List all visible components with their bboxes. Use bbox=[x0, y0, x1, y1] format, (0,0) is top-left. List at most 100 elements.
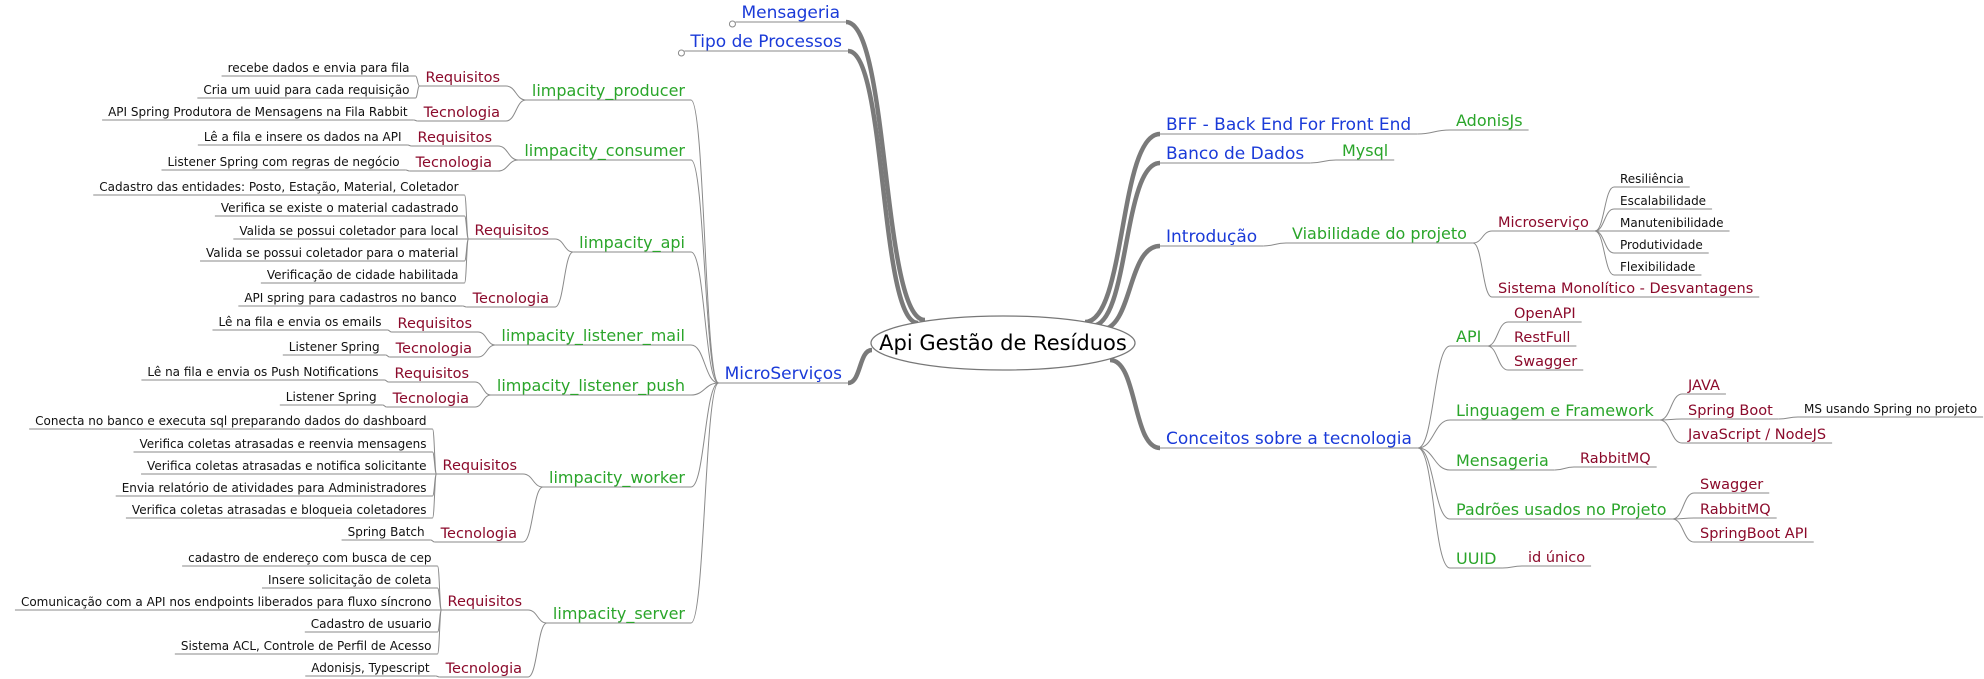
link-mail bbox=[690, 344, 719, 384]
topic-limpacity-worker[interactable]: limpacity_worker bbox=[549, 468, 685, 488]
requisito-item[interactable]: Verifica coletas atrasadas e notifica so… bbox=[147, 459, 426, 473]
requisito-item[interactable]: Verificação de cidade habilitada bbox=[267, 268, 459, 282]
requisito-item[interactable]: Comunicação com a API nos endpoints libe… bbox=[21, 595, 432, 609]
topic-mail-tecnologia[interactable]: Tecnologia bbox=[395, 341, 472, 357]
topic-javascript-nodejs[interactable]: JavaScript / NodeJS bbox=[1687, 427, 1826, 443]
collapse-handle-icon[interactable] bbox=[728, 20, 736, 28]
topic-padroes[interactable]: Padrões usados no Projeto bbox=[1456, 500, 1667, 519]
link-tecnologia-item bbox=[430, 539, 435, 543]
requisito-item[interactable]: Verifica se existe o material cadastrado bbox=[221, 201, 459, 215]
topic-adonisjs[interactable]: AdonisJs bbox=[1456, 111, 1523, 130]
topic-linguagem-framework[interactable]: Linguagem e Framework bbox=[1456, 401, 1655, 420]
topic-id-unico[interactable]: id único bbox=[1528, 550, 1585, 566]
topic-api-tecnologia[interactable]: Tecnologia bbox=[472, 291, 549, 307]
link-worker-requisitos bbox=[522, 473, 544, 488]
requisito-item[interactable]: Valida se possui coletador para local bbox=[239, 224, 458, 238]
requisito-item[interactable]: Cadastro das entidades: Posto, Estação, … bbox=[99, 180, 458, 194]
topic-server-requisitos[interactable]: Requisitos bbox=[448, 594, 522, 610]
topic-escalabilidade[interactable]: Escalabilidade bbox=[1620, 194, 1706, 208]
topic-produtividade[interactable]: Produtividade bbox=[1620, 238, 1703, 252]
topic-limpacity-server[interactable]: limpacity_server bbox=[553, 604, 685, 624]
topic-padrao-springboot-api[interactable]: SpringBoot API bbox=[1700, 526, 1808, 542]
link-rabbitmq-mensageria bbox=[1554, 466, 1575, 471]
tecnologia-item[interactable]: API spring para cadastros no banco bbox=[244, 291, 456, 305]
requisito-item[interactable]: recebe dados e envia para fila bbox=[228, 61, 410, 75]
link-linguagem bbox=[1417, 419, 1451, 449]
topic-rabbitmq-mensageria[interactable]: RabbitMQ bbox=[1580, 451, 1651, 467]
link-push-tecnologia bbox=[474, 394, 491, 408]
requisito-item[interactable]: Verifica coletas atrasadas e bloqueia co… bbox=[132, 503, 427, 517]
requisito-item[interactable]: Cria um uuid para cada requisição bbox=[203, 83, 409, 97]
tecnologia-item[interactable]: Listener Spring bbox=[289, 340, 380, 354]
topic-microservico[interactable]: Microserviço bbox=[1498, 215, 1589, 231]
tecnologia-item[interactable]: Adonisjs, Typescript bbox=[311, 661, 430, 675]
requisito-item[interactable]: Sistema ACL, Controle de Perfil de Acess… bbox=[181, 639, 432, 653]
topic-padrao-rabbitmq[interactable]: RabbitMQ bbox=[1700, 502, 1771, 518]
topic-mensageria-conceito[interactable]: Mensageria bbox=[1456, 451, 1549, 470]
topic-introducao[interactable]: Introdução bbox=[1166, 227, 1257, 247]
topic-manutenibilidade[interactable]: Manutenibilidade bbox=[1620, 216, 1724, 230]
tecnologia-item[interactable]: Spring Batch bbox=[348, 525, 425, 539]
topic-api-requisitos[interactable]: Requisitos bbox=[475, 223, 549, 239]
topic-restfull[interactable]: RestFull bbox=[1514, 330, 1570, 346]
requisito-item[interactable]: Lê na fila e envia os Push Notifications bbox=[147, 365, 378, 379]
topic-spring-boot[interactable]: Spring Boot bbox=[1688, 403, 1773, 419]
collapse-handle-icon[interactable] bbox=[677, 49, 685, 57]
topic-microservicos[interactable]: MicroServiços bbox=[725, 364, 843, 384]
requisito-item[interactable]: Envia relatório de atividades para Admin… bbox=[122, 481, 427, 495]
topic-worker-requisitos[interactable]: Requisitos bbox=[443, 458, 517, 474]
connector-lines bbox=[14, 19, 1984, 678]
topic-openapi[interactable]: OpenAPI bbox=[1514, 306, 1576, 322]
topic-padrao-swagger[interactable]: Swagger bbox=[1700, 477, 1763, 493]
link-push bbox=[690, 382, 719, 396]
topic-limpacity-producer[interactable]: limpacity_producer bbox=[532, 81, 686, 101]
requisito-item[interactable]: cadastro de endereço com busca de cep bbox=[188, 551, 431, 565]
topic-mail-requisitos[interactable]: Requisitos bbox=[398, 316, 472, 332]
requisito-item[interactable]: Lê na fila e envia os emails bbox=[218, 315, 381, 329]
topic-limpacity-consumer[interactable]: limpacity_consumer bbox=[524, 141, 685, 161]
requisito-item[interactable]: Cadastro de usuario bbox=[311, 617, 432, 631]
topic-flexibilidade[interactable]: Flexibilidade bbox=[1620, 260, 1695, 274]
topic-producer-tecnologia[interactable]: Tecnologia bbox=[423, 105, 500, 121]
requisito-item[interactable]: Insere solicitação de coleta bbox=[268, 573, 432, 587]
topic-bff[interactable]: BFF - Back End For Front End bbox=[1166, 115, 1411, 135]
topic-java[interactable]: JAVA bbox=[1687, 378, 1720, 394]
topic-limpacity-api[interactable]: limpacity_api bbox=[579, 233, 685, 253]
link-tecnologia-item bbox=[462, 305, 467, 308]
topic-swagger[interactable]: Swagger bbox=[1514, 354, 1577, 370]
tecnologia-item[interactable]: Listener Spring com regras de negócio bbox=[167, 155, 399, 169]
topic-banco-de-dados[interactable]: Banco de Dados bbox=[1166, 144, 1304, 164]
requisito-item[interactable]: Valida se possui coletador para o materi… bbox=[206, 246, 459, 260]
link-id-unico bbox=[1502, 565, 1523, 569]
topic-monolitico[interactable]: Sistema Monolítico - Desvantagens bbox=[1498, 281, 1753, 297]
topic-conceitos[interactable]: Conceitos sobre a tecnologia bbox=[1166, 429, 1412, 449]
link-requisito-item bbox=[384, 379, 389, 383]
requisito-item[interactable]: Conecta no banco e executa sql preparand… bbox=[35, 414, 426, 428]
topic-mensageria[interactable]: Mensageria bbox=[741, 3, 840, 23]
topic-resiliencia[interactable]: Resiliência bbox=[1620, 172, 1684, 186]
link-tecnologia-item bbox=[435, 675, 440, 678]
topic-worker-tecnologia[interactable]: Tecnologia bbox=[440, 526, 517, 542]
topic-consumer-tecnologia[interactable]: Tecnologia bbox=[415, 155, 492, 171]
root-node-oval[interactable] bbox=[870, 315, 1136, 371]
topic-viabilidade[interactable]: Viabilidade do projeto bbox=[1292, 224, 1467, 243]
topic-server-tecnologia[interactable]: Tecnologia bbox=[445, 661, 522, 677]
topic-push-requisitos[interactable]: Requisitos bbox=[395, 366, 469, 382]
link-uuid bbox=[1417, 447, 1451, 569]
topic-consumer-requisitos[interactable]: Requisitos bbox=[418, 130, 492, 146]
tecnologia-item[interactable]: API Spring Produtora de Mensagens na Fil… bbox=[108, 105, 408, 119]
topic-uuid[interactable]: UUID bbox=[1456, 549, 1496, 568]
topic-producer-requisitos[interactable]: Requisitos bbox=[426, 70, 500, 86]
topic-limpacity-listener-mail[interactable]: limpacity_listener_mail bbox=[501, 326, 685, 346]
topic-mysql[interactable]: Mysql bbox=[1342, 141, 1388, 160]
topic-ms-spring-note[interactable]: MS usando Spring no projeto bbox=[1804, 402, 1977, 416]
topic-api[interactable]: API bbox=[1456, 327, 1481, 346]
requisito-item[interactable]: Lê a fila e insere os dados na API bbox=[204, 130, 402, 144]
tecnologia-item[interactable]: Listener Spring bbox=[286, 390, 377, 404]
topic-limpacity-listener-push[interactable]: limpacity_listener_push bbox=[497, 376, 685, 396]
topic-tipo-processos[interactable]: Tipo de Processos bbox=[689, 32, 842, 52]
requisito-item[interactable]: Verifica coletas atrasadas e reenvia men… bbox=[140, 437, 427, 451]
link-tecnologia-item bbox=[385, 354, 390, 358]
root-node-title[interactable]: Api Gestão de Resíduos bbox=[879, 331, 1127, 355]
topic-push-tecnologia[interactable]: Tecnologia bbox=[392, 391, 469, 407]
